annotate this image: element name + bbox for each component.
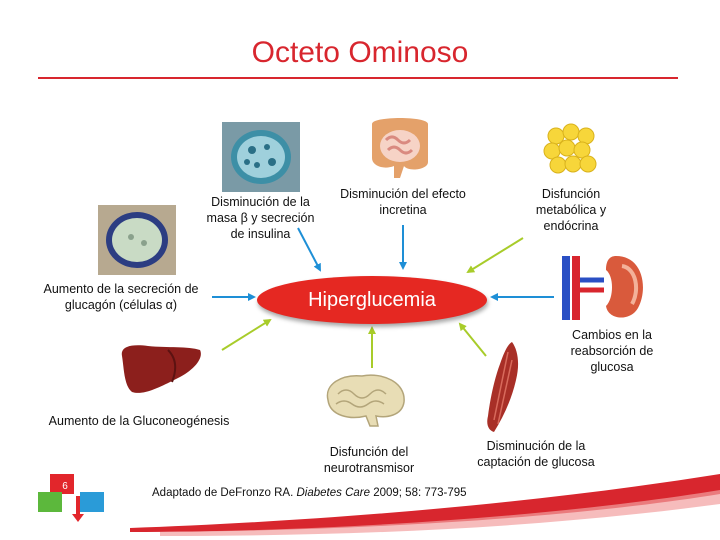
citation-details: 2009; 58: 773-795 [370, 487, 467, 499]
citation-journal: Diabetes Care [296, 487, 370, 499]
label-brain: Disfunción del neurotransmisor [323, 445, 415, 475]
arrow-beta-cell [297, 227, 321, 272]
title-divider [38, 77, 678, 79]
liver-image [121, 345, 201, 393]
page-number: 6 [62, 481, 68, 492]
label-muscle: Disminución de la captación de glucosa [477, 439, 595, 469]
label-incretin: Disminución del efecto incretina [340, 187, 466, 217]
slide-title: Octeto Ominoso [251, 36, 469, 69]
citation-prefix: Adaptado de DeFronzo RA. [152, 487, 297, 499]
kidney-image [562, 256, 643, 320]
label-adipose: Disfunción metabólica y endócrina [535, 187, 607, 233]
citation: Adaptado de DeFronzo RA. Diabetes Care 2… [152, 487, 467, 499]
arrow-liver [221, 318, 272, 351]
label-glucagon: Aumento de la secreción de glucagón (cél… [43, 282, 199, 312]
adipose-tissue-image [543, 123, 597, 174]
label-liver: Aumento de la Gluconeogénesis [48, 414, 230, 428]
arrow-adipose [466, 237, 524, 274]
glucagon-islet-image [98, 205, 176, 275]
intestine-image [372, 118, 428, 178]
label-beta-cell: Disminución de la masa β y secreción de … [206, 195, 315, 241]
hyperglycemia-center: Hiperglucemia [257, 276, 487, 324]
muscle-image [487, 342, 519, 432]
company-logo [38, 474, 104, 522]
bottom-swoosh [130, 474, 720, 536]
beta-cell-islet-image [222, 122, 300, 192]
brain-image [326, 374, 405, 427]
arrow-muscle [458, 322, 487, 357]
label-kidney: Cambios en la reabsorción de glucosa [570, 328, 654, 374]
